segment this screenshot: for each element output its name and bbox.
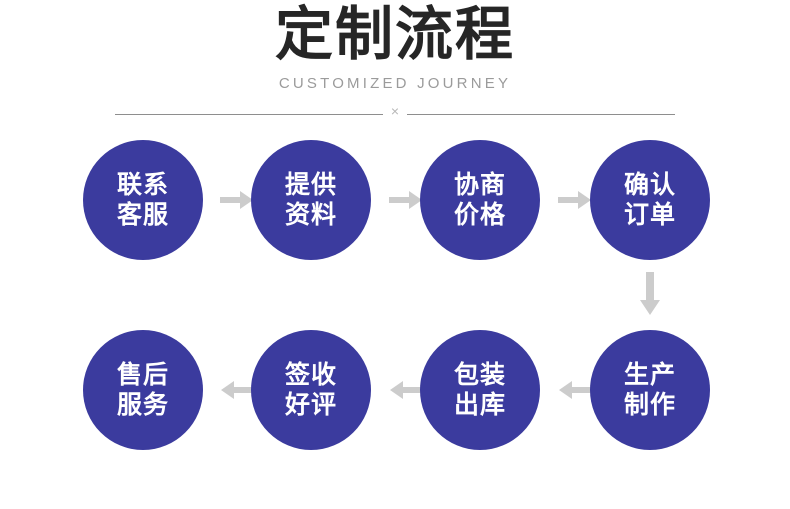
flow-step-label: 签收 好评 xyxy=(284,361,337,419)
flow-step-label: 协商 价格 xyxy=(453,171,506,229)
flow-step-label: 提供 资料 xyxy=(284,171,337,229)
flow-step-packing-shipping[interactable]: 包装 出库 xyxy=(420,330,540,450)
flow-step-confirm-order[interactable]: 确认 订单 xyxy=(590,140,710,260)
arrow-down-icon xyxy=(638,272,662,316)
divider-x-icon: × xyxy=(390,103,400,119)
flow-step-contact-service[interactable]: 联系 客服 xyxy=(83,140,203,260)
flow-step-label: 生产 制作 xyxy=(623,361,676,419)
divider-rule-right xyxy=(407,114,675,115)
flow-step-receipt-review[interactable]: 签收 好评 xyxy=(251,330,371,450)
flow-row-top: 联系 客服 提供 资料 协商 价格 确认 订单 xyxy=(0,140,790,260)
flow-step-label: 售后 服务 xyxy=(116,361,169,419)
flow-step-negotiate-price[interactable]: 协商 价格 xyxy=(420,140,540,260)
flow-step-production[interactable]: 生产 制作 xyxy=(590,330,710,450)
flow-row-bottom: 售后 服务 签收 好评 包装 出库 生产 制作 xyxy=(0,330,790,450)
divider-rule-left xyxy=(115,114,383,115)
flow-step-after-sales-service[interactable]: 售后 服务 xyxy=(83,330,203,450)
arrow-left-icon xyxy=(558,378,592,402)
arrow-right-icon xyxy=(558,188,592,212)
page-title: 定制流程 xyxy=(274,2,515,67)
header: 定制流程 CUSTOMIZED JOURNEY × xyxy=(0,0,790,128)
flow-step-label: 确认 订单 xyxy=(623,171,676,229)
flow-step-provide-materials[interactable]: 提供 资料 xyxy=(251,140,371,260)
title-divider: × xyxy=(115,103,675,122)
flow-step-label: 联系 客服 xyxy=(116,171,169,229)
page-subtitle: CUSTOMIZED JOURNEY xyxy=(278,75,512,92)
arrow-right-icon xyxy=(389,188,423,212)
arrow-left-icon xyxy=(389,378,423,402)
arrow-right-icon xyxy=(220,188,254,212)
flow-step-label: 包装 出库 xyxy=(453,361,506,419)
arrow-left-icon xyxy=(220,378,254,402)
